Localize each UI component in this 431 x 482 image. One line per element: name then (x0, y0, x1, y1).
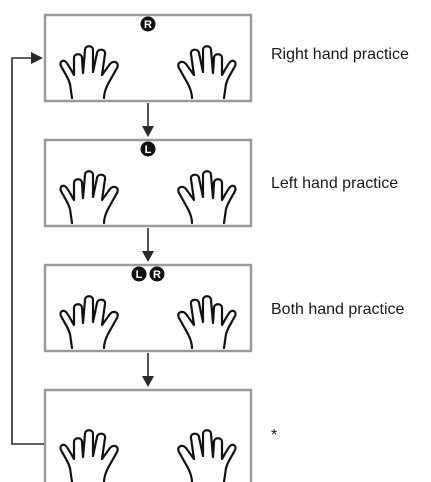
step-label-left-hand: Left hand practice (271, 175, 399, 192)
badge-letter: L (145, 144, 152, 156)
badge-letter: L (136, 269, 143, 281)
down-arrow-icon (142, 228, 154, 262)
down-arrow-icon (142, 103, 154, 137)
step-label-asterisk: * (271, 427, 278, 444)
left-hand-badge-icon: L (140, 141, 156, 157)
step-label-both-hands: Both hand practice (271, 301, 405, 318)
left-hand-badge-icon: L (131, 266, 147, 282)
loop-back-arrow-icon (11, 52, 44, 445)
hand-badges: L (140, 141, 156, 157)
step-label-right-hand: Right hand practice (271, 46, 409, 63)
badge-letter: R (153, 269, 161, 281)
right-hand-badge-icon: R (149, 266, 165, 282)
badge-letter: R (144, 19, 152, 31)
right-hand-badge-icon: R (140, 16, 156, 32)
step-frame-repeat (43, 388, 253, 482)
hand-badges: R (140, 16, 156, 32)
down-arrow-icon (142, 353, 154, 387)
step-frame-both (43, 263, 253, 353)
